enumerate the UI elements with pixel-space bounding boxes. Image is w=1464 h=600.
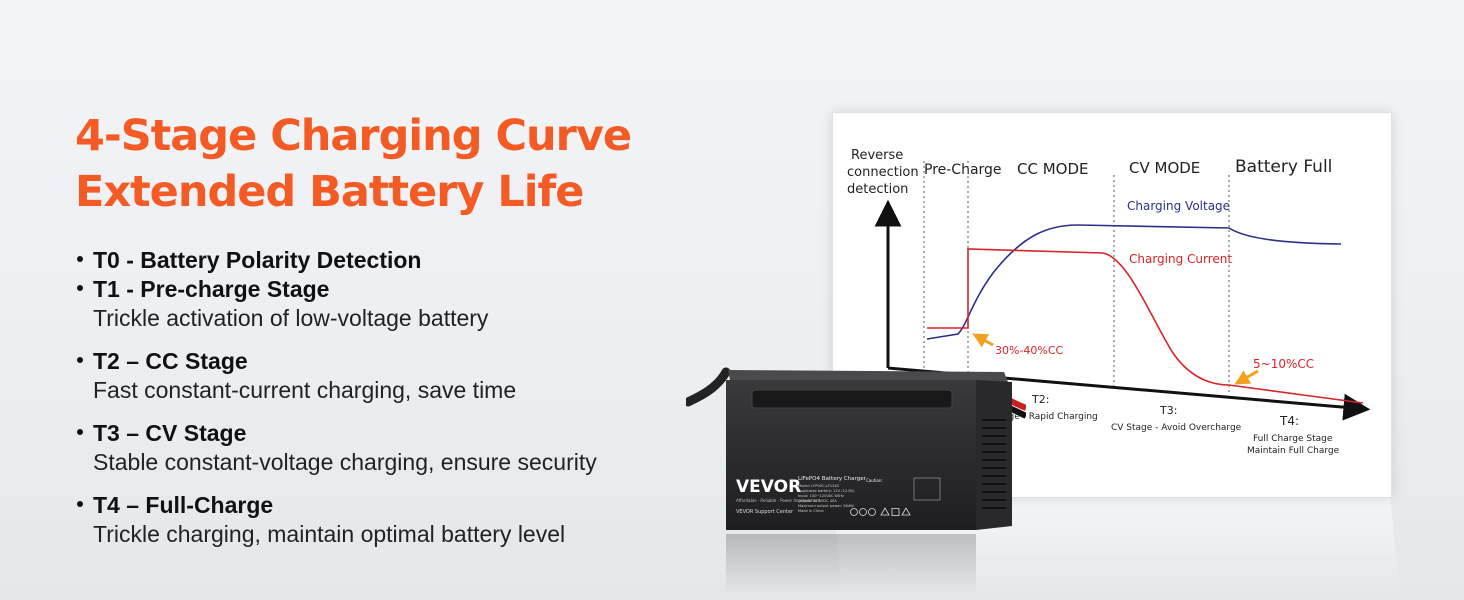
feature-title: T4 – Full-Charge (93, 492, 274, 518)
charging-curve-diagram: Reverse connection detection Pre-Charge … (847, 148, 1371, 456)
headline: 4-Stage Charging Curve Extended Battery … (75, 108, 632, 220)
bullet-icon (77, 256, 83, 262)
bullet-icon (77, 429, 83, 435)
spec-label: LiFePO4 Battery Charger Model: LFP00C-LF… (798, 476, 941, 516)
t4-title: T4: (1279, 414, 1299, 428)
feature-item-t0: T0 - Battery Polarity Detection (75, 246, 597, 275)
feature-item-t3: T3 – CV Stage Stable constant-voltage ch… (75, 419, 597, 477)
t4-line-2: Maintain Full Charge (1247, 446, 1340, 456)
spec-line: Output: 14.6VDC 40A (798, 499, 837, 503)
t3-desc: CV Stage - Avoid Overcharge (1111, 423, 1242, 433)
charger-top (728, 370, 1008, 382)
annotation-precharge: 30%-40%CC (995, 344, 1064, 357)
feature-title: T3 – CV Stage (93, 420, 247, 446)
spec-line: Made in China (798, 509, 824, 513)
feature-desc: Stable constant-voltage charging, ensure… (93, 449, 597, 475)
feature-title: T0 - Battery Polarity Detection (93, 247, 422, 273)
stage-label-reverse-2: connection (847, 165, 919, 180)
stage-label-full: Battery Full (1235, 157, 1332, 177)
t3-title: T3: (1159, 404, 1177, 417)
caution-title: Caution: (866, 478, 883, 483)
stage-label-reverse-3: detection (847, 182, 908, 197)
charging-current-curve (927, 248, 1364, 404)
t2-desc: age - Rapid Charging (1003, 412, 1098, 422)
bullet-icon (77, 501, 83, 507)
t2-title: T2: (1031, 393, 1049, 406)
feature-desc: Fast constant-current charging, save tim… (93, 377, 517, 403)
stage-label-reverse-1: Reverse (851, 148, 903, 163)
charger-handle (751, 389, 953, 409)
certification-icons (850, 507, 911, 516)
spec-line: Maximum output power: 584W (798, 504, 854, 508)
annotation-full: 5~10%CC (1253, 357, 1314, 371)
bullet-icon (77, 357, 83, 363)
feature-desc: Trickle activation of low-voltage batter… (93, 305, 489, 331)
charging-voltage-label: Charging Voltage (1127, 199, 1230, 213)
bullet-icon (77, 285, 83, 291)
spec-line: Applicable battery: 12V (12.8V) (798, 489, 855, 493)
t4-line-1: Full Charge Stage (1253, 434, 1333, 444)
spec-line: Model: LFP00C-LF1240 (798, 484, 840, 488)
feature-list: T0 - Battery Polarity Detection T1 - Pre… (75, 246, 597, 563)
feature-item-t1: T1 - Pre-charge Stage Trickle activation… (75, 275, 597, 333)
indicator-box (913, 477, 941, 501)
stage-label-cv: CV MODE (1129, 159, 1200, 177)
spec-line: Input: 100~120VAC 60Hz (798, 494, 844, 498)
headline-line-1: 4-Stage Charging Curve (75, 111, 632, 161)
charging-current-label: Charging Current (1129, 252, 1232, 266)
stage-label-cc: CC MODE (1017, 160, 1089, 178)
feature-desc: Trickle charging, maintain optimal batte… (93, 521, 566, 547)
charger-tagline: Affordable · Reliable · Power Improvemen… (736, 498, 821, 503)
vevor-logo: VEVOR (736, 477, 801, 497)
feature-item-t2: T2 – CC Stage Fast constant-current char… (75, 347, 597, 405)
vent-icon (982, 419, 1006, 509)
annotation-arrow-icon (972, 333, 994, 348)
input-cable (686, 367, 731, 407)
charger-support: VEVOR Support Center (736, 509, 794, 515)
feature-title: T2 – CC Stage (93, 348, 248, 374)
battery-charger-product: VEVOR Affordable · Reliable · Power Impr… (686, 350, 1026, 600)
charger-reflection (726, 534, 976, 594)
feature-item-t4: T4 – Full-Charge Trickle charging, maint… (75, 491, 597, 549)
stage-label-precharge: Pre-Charge (924, 162, 1002, 178)
charger-illustration: VEVOR Affordable · Reliable · Power Impr… (686, 367, 1026, 594)
charging-voltage-curve (926, 224, 1342, 340)
spec-label-title: LiFePO4 Battery Charger (798, 476, 867, 482)
annotation-arrow-icon (1234, 369, 1259, 385)
headline-line-2: Extended Battery Life (75, 167, 584, 217)
feature-title: T1 - Pre-charge Stage (93, 276, 330, 302)
